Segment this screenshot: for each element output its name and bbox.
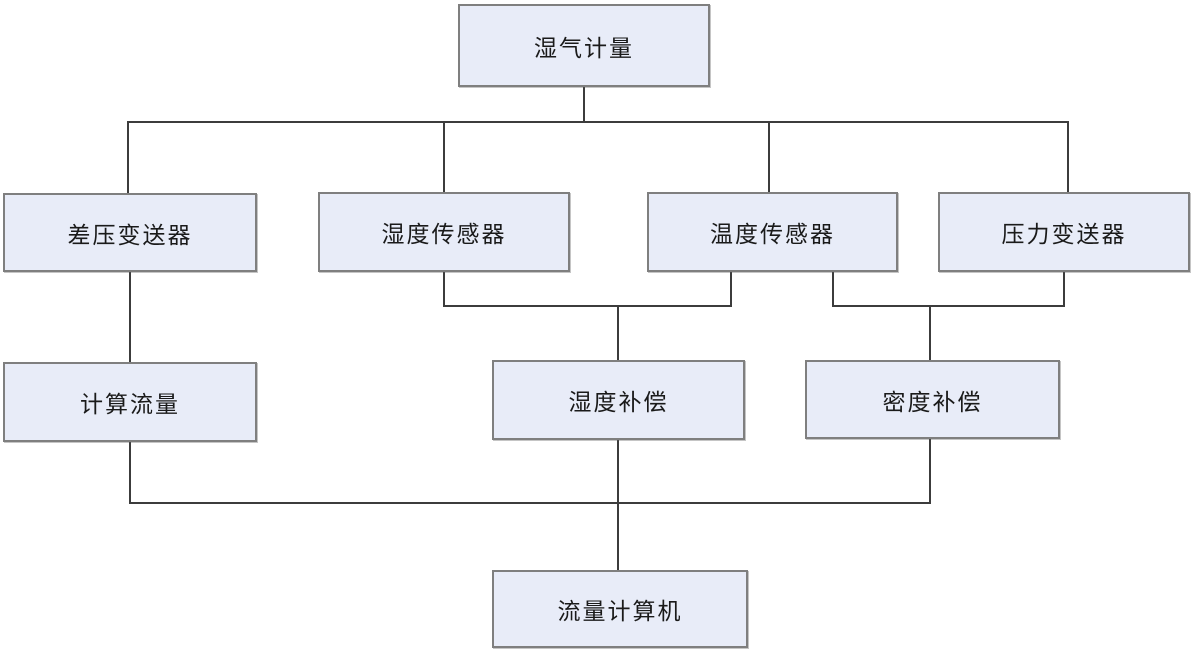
node-humidity-sensor-label: 湿度传感器: [381, 222, 507, 247]
connector-dp-to-calculate-flow: [129, 272, 131, 362]
connector-bottom-bus: [129, 502, 931, 504]
node-dp-transmitter-label: 差压变送器: [67, 222, 193, 248]
node-flow-computer-label: 流量计算机: [557, 599, 683, 624]
node-temperature-sensor-label: 温度传感器: [710, 222, 835, 247]
node-density-compensation-label: 密度补偿: [882, 389, 983, 415]
connector-drop-temperature-sensor: [768, 121, 770, 192]
node-calculate-flow-label: 计算流量: [80, 392, 180, 417]
node-flow-computer: 流量计算机: [492, 570, 748, 648]
connector-temperature-down-left: [730, 272, 732, 307]
connector-drop-dp-transmitter: [127, 121, 129, 193]
connector-pressure-down: [1063, 272, 1065, 307]
connector-top-bus: [127, 121, 1069, 123]
node-wet-gas-metering-label: 湿气计量: [534, 35, 634, 61]
connector-to-humidity-compensation: [617, 305, 619, 360]
connector-humidity-merge-bus: [443, 305, 732, 307]
node-pressure-transmitter: 压力变送器: [938, 192, 1190, 272]
node-pressure-transmitter-label: 压力变送器: [1001, 222, 1127, 247]
connector-to-flow-computer: [617, 440, 619, 570]
connector-density-merge-bus: [832, 305, 1065, 307]
connector-drop-pressure-transmitter: [1067, 121, 1069, 192]
connector-density-compensation-down: [929, 439, 931, 504]
node-density-compensation: 密度补偿: [805, 360, 1060, 439]
node-temperature-sensor: 温度传感器: [647, 192, 898, 272]
connector-to-density-compensation: [929, 305, 931, 360]
node-humidity-compensation: 湿度补偿: [492, 360, 745, 440]
node-calculate-flow: 计算流量: [3, 362, 257, 442]
connector-root-drop: [583, 87, 585, 123]
node-humidity-compensation-label: 湿度补偿: [568, 390, 669, 415]
node-dp-transmitter: 差压变送器: [3, 193, 257, 272]
connector-drop-humidity-sensor: [443, 121, 445, 192]
connector-temperature-down-right: [832, 272, 834, 307]
node-humidity-sensor: 湿度传感器: [318, 192, 570, 272]
connector-calculate-flow-down: [129, 442, 131, 504]
node-wet-gas-metering: 湿气计量: [458, 4, 710, 87]
connector-humidity-sensor-down: [443, 272, 445, 307]
